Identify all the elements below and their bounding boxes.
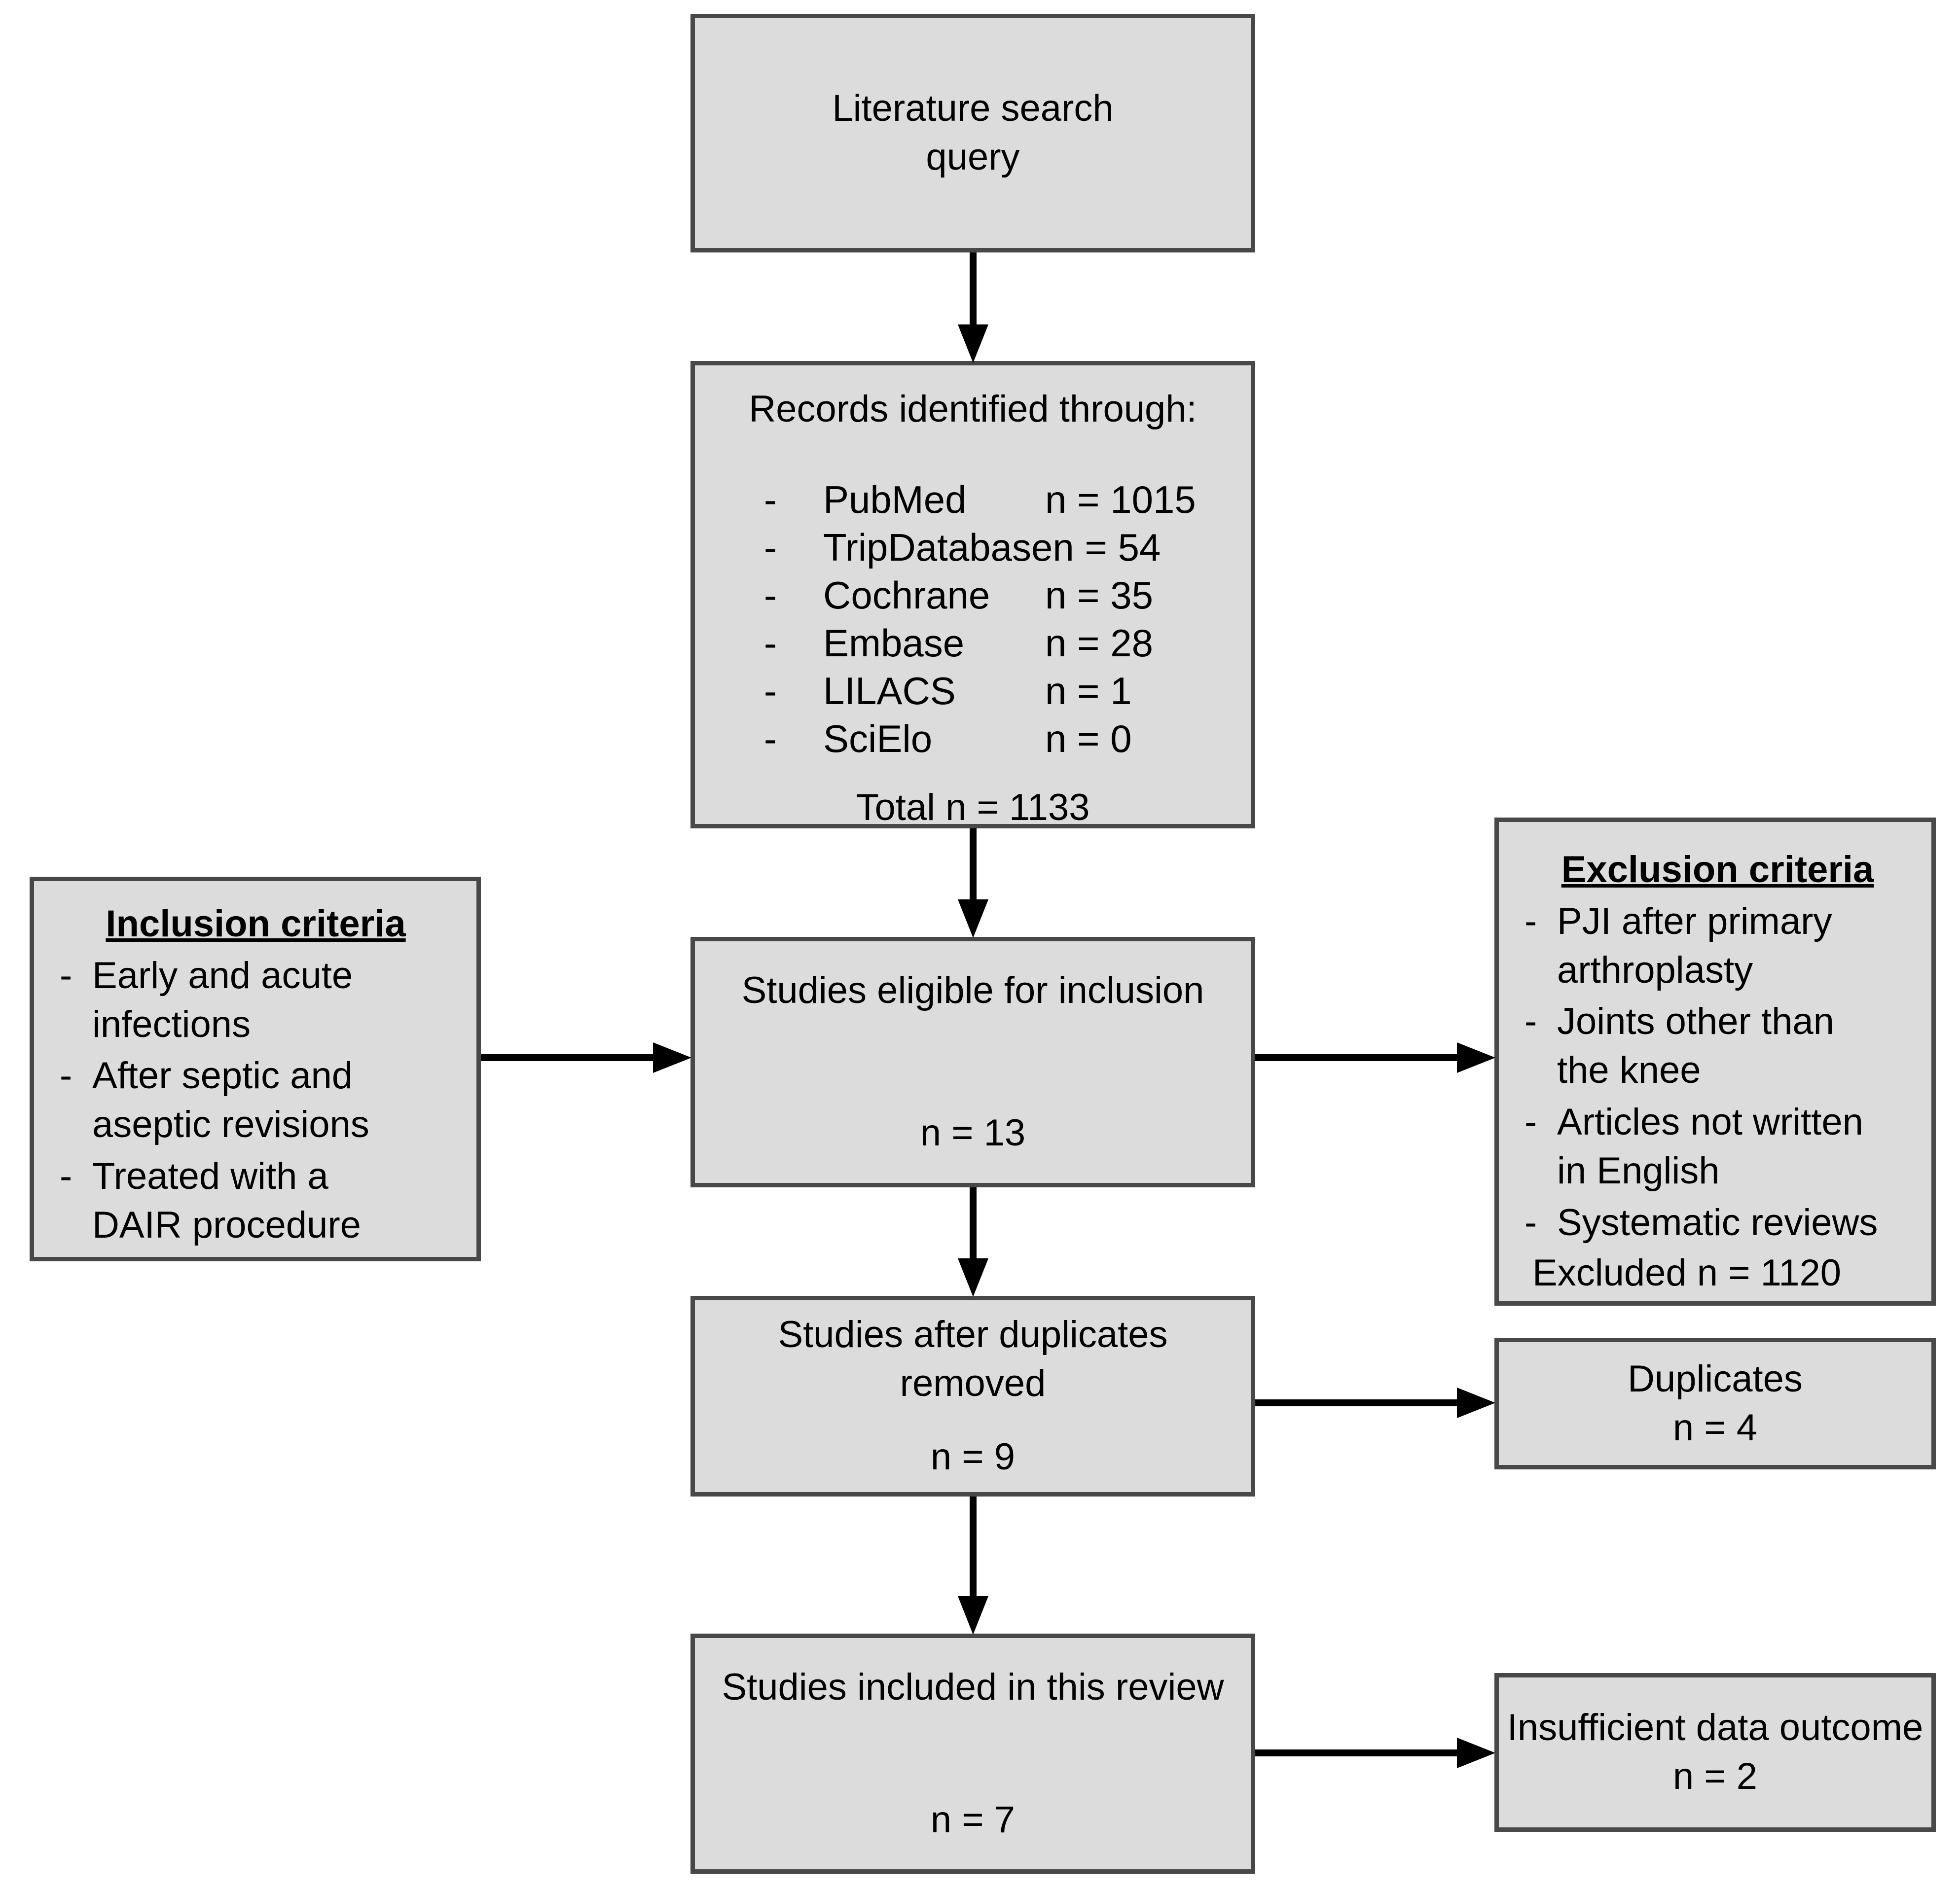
records-source-list: - PubMed n = 1015 - TripDatabase n = 54 …	[695, 476, 1251, 763]
studies-eligible-box: Studies eligible for inclusion n = 13	[690, 937, 1255, 1187]
records-source-row: - Embase n = 28	[695, 619, 1251, 667]
source-name: PubMed	[823, 477, 967, 521]
excluded-count: Excluded n = 1120	[1532, 1252, 1842, 1294]
source-name: TripDatabase	[823, 525, 1053, 569]
bullet-dash: -	[1524, 1101, 1537, 1143]
arrowhead-down-icon	[958, 1258, 988, 1297]
literature-search-label: Literature search query	[832, 87, 1114, 178]
bullet-dash: -	[60, 954, 73, 997]
source-count: n = 54	[1053, 525, 1161, 569]
records-source-row: - Cochrane n = 35	[695, 571, 1251, 619]
records-source-row: - PubMed n = 1015	[695, 476, 1251, 524]
duplicates-count: n = 4	[1672, 1406, 1758, 1449]
insufficient-data-label: Insufficient data outcome	[1507, 1707, 1924, 1749]
criteria-text: After septic and aseptic revisions	[92, 1055, 369, 1146]
criteria-text: Systematic reviews	[1557, 1201, 1878, 1244]
bullet-dash: -	[764, 573, 777, 617]
source-count: n = 35	[1045, 573, 1154, 617]
bullet-dash: -	[1524, 900, 1537, 942]
exclusion-criteria-box: Exclusion criteria - PJI after primary a…	[1494, 818, 1936, 1306]
bullet-dash: -	[60, 1055, 73, 1097]
arrow-included-to-insufficient	[1255, 1749, 1458, 1756]
inclusion-criteria-item: - Early and acute infections	[49, 952, 463, 1049]
arrow-afterdup-to-duplicates	[1255, 1399, 1458, 1406]
records-source-row: - LILACS n = 1	[695, 667, 1251, 715]
arrow-inclusion-to-eligible	[481, 1054, 654, 1061]
source-name: Cochrane	[823, 573, 990, 617]
bullet-dash: -	[764, 716, 777, 760]
studies-included-label: Studies included in this review	[722, 1666, 1224, 1708]
exclusion-criteria-item: - PJI after primary arthroplasty	[1514, 897, 1922, 995]
arrow-afterdup-to-included	[970, 1497, 977, 1598]
arrowhead-down-icon	[958, 1596, 988, 1635]
records-title: Records identified through:	[749, 388, 1197, 430]
exclusion-criteria-item: - Systematic reviews	[1514, 1199, 1922, 1248]
duplicates-box: Duplicates n = 4	[1494, 1338, 1936, 1469]
literature-search-box: Literature search query	[690, 14, 1255, 252]
source-count: n = 1	[1045, 669, 1132, 713]
records-total: Total n = 1133	[856, 786, 1090, 828]
bullet-dash: -	[764, 525, 777, 569]
bullet-dash: -	[764, 621, 777, 665]
arrow-records-to-eligible	[970, 828, 977, 901]
source-name: SciElo	[823, 716, 933, 760]
arrowhead-right-icon	[1457, 1388, 1495, 1418]
arrowhead-right-icon	[1457, 1738, 1495, 1768]
arrow-eligible-to-exclusion	[1255, 1054, 1458, 1061]
criteria-text: Articles not written in English	[1557, 1101, 1863, 1192]
records-identified-box: Records identified through: - PubMed n =…	[690, 361, 1255, 828]
studies-after-duplicates-box: Studies after duplicates removed n = 9	[690, 1296, 1255, 1497]
arrowhead-down-icon	[958, 899, 988, 938]
bullet-dash: -	[60, 1155, 73, 1197]
duplicates-label: Duplicates	[1628, 1357, 1803, 1400]
bullet-dash: -	[1524, 1000, 1537, 1043]
arrow-literature-to-records	[970, 252, 977, 327]
source-name: LILACS	[823, 669, 956, 713]
studies-after-duplicates-label: Studies after duplicates removed	[778, 1314, 1168, 1405]
studies-included-box: Studies included in this review n = 7	[690, 1634, 1255, 1874]
records-source-row: - TripDatabase n = 54	[695, 524, 1251, 571]
source-count: n = 1015	[1045, 477, 1196, 521]
criteria-text: PJI after primary arthroplasty	[1557, 900, 1832, 991]
arrowhead-right-icon	[1457, 1042, 1495, 1073]
inclusion-criteria-item: - After septic and aseptic revisions	[49, 1052, 463, 1149]
arrowhead-down-icon	[958, 324, 988, 363]
source-count: n = 0	[1045, 716, 1132, 760]
insufficient-data-box: Insufficient data outcome n = 2	[1494, 1673, 1936, 1832]
exclusion-criteria-item: - Articles not written in English	[1514, 1098, 1922, 1196]
records-source-row: - SciElo n = 0	[695, 715, 1251, 763]
bullet-dash: -	[764, 669, 777, 713]
arrow-eligible-to-afterdup	[970, 1187, 977, 1260]
bullet-dash: -	[1524, 1201, 1537, 1244]
studies-after-duplicates-count: n = 9	[930, 1435, 1016, 1478]
studies-included-count: n = 7	[930, 1798, 1016, 1841]
studies-eligible-count: n = 13	[920, 1112, 1026, 1154]
exclusion-criteria-item: - Joints other than the knee	[1514, 998, 1922, 1095]
inclusion-criteria-item: - Treated with a DAIR procedure	[49, 1152, 463, 1250]
inclusion-criteria-title: Inclusion criteria	[106, 903, 406, 945]
bullet-dash: -	[764, 477, 777, 521]
insufficient-data-count: n = 2	[1672, 1755, 1758, 1797]
criteria-text: Treated with a DAIR procedure	[92, 1155, 361, 1246]
exclusion-criteria-title: Exclusion criteria	[1561, 849, 1874, 891]
criteria-text: Early and acute infections	[92, 954, 353, 1045]
source-count: n = 28	[1045, 621, 1154, 665]
criteria-text: Joints other than the knee	[1557, 1000, 1834, 1092]
inclusion-criteria-box: Inclusion criteria - Early and acute inf…	[30, 877, 481, 1261]
source-name: Embase	[823, 621, 965, 665]
arrowhead-right-icon	[653, 1042, 691, 1073]
studies-eligible-label: Studies eligible for inclusion	[741, 969, 1204, 1012]
